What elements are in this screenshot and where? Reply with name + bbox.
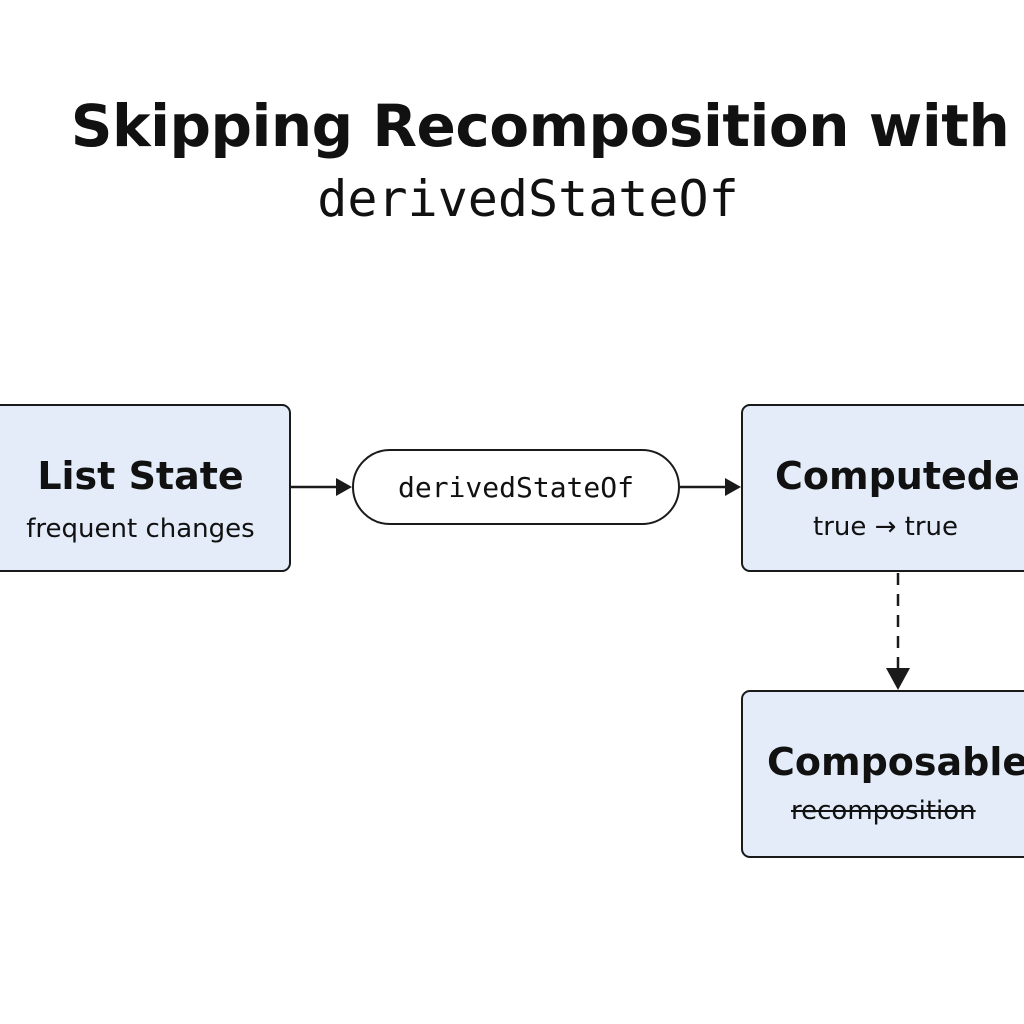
computed-title: Computede [775, 454, 1020, 498]
computed-node: Computede true → true [741, 404, 1024, 572]
computed-subtitle: true → true [813, 512, 959, 542]
derived-state-label: derivedStateOf [397, 471, 634, 504]
arrow-derived-to-computed [680, 478, 741, 496]
arrow-list-to-derived [291, 478, 352, 496]
list-state-node: List State frequent changes [0, 404, 291, 572]
dashed-arrow-computed-to-composable [886, 573, 910, 690]
diagram-title: Skipping Recomposition with [70, 92, 1010, 160]
list-state-subtitle: frequent changes [26, 514, 255, 544]
composable-subtitle-strikethrough: recomposition [791, 796, 976, 826]
diagram-title-code: derivedStateOf [317, 170, 739, 228]
derived-state-node: derivedStateOf [352, 449, 680, 525]
list-state-title: List State [37, 454, 244, 498]
composable-title: Composable [767, 740, 1024, 784]
composable-node: Composable recomposition [741, 690, 1024, 858]
